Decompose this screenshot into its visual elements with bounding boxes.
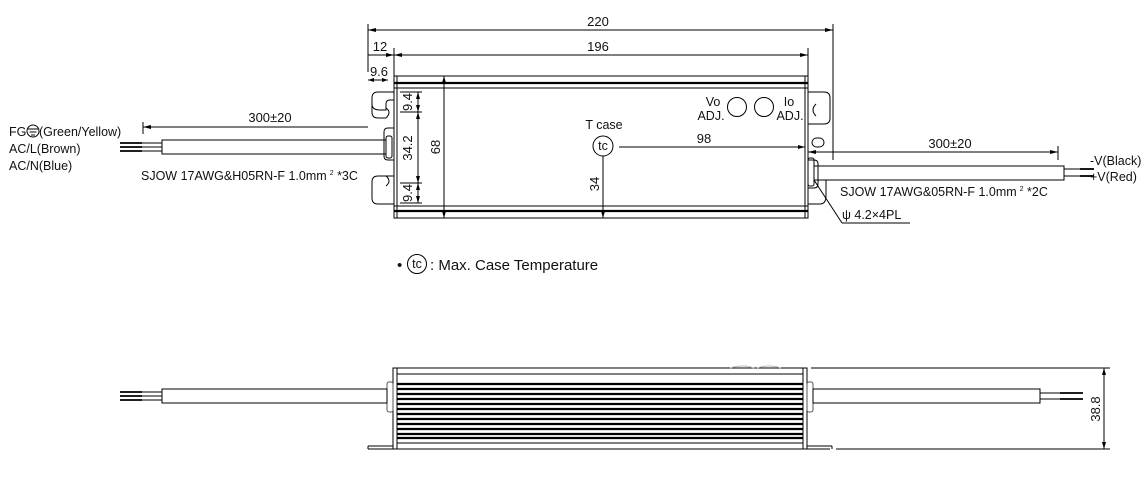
io-adj-label-1: Io	[784, 95, 794, 109]
dim-34-label: 34	[587, 177, 602, 191]
side-view: 38.8	[120, 365, 1110, 450]
dim-98-label: 98	[697, 131, 711, 146]
fg-wire-color-label: (Green/Yellow)	[39, 125, 121, 139]
heatsink-fins	[397, 382, 803, 440]
dim-9-4-bottom-label: 9.4	[400, 184, 415, 202]
side-output-cable	[806, 381, 1083, 413]
tc-symbol-text: tc	[598, 139, 608, 153]
pos-v-wire-label: +V(Red)	[1090, 170, 1137, 184]
dim-side-height: 38.8	[811, 367, 1110, 450]
top-view: 220 12 196 9.6	[9, 14, 1141, 224]
output-cable-length-label: 300±20	[928, 136, 971, 151]
dim-68-label: 68	[428, 140, 443, 154]
vo-adj-label-2: ADJ.	[697, 109, 724, 123]
dim-slot-offset: 9.6	[368, 64, 388, 82]
input-cable-length-label: 300±20	[248, 110, 291, 125]
dim-9-4-top-label: 9.4	[400, 93, 415, 111]
legend-tc-text: tc	[412, 257, 422, 271]
acn-wire-label: AC/N(Blue)	[9, 159, 72, 173]
dim-slot-spacing: 9.4 34.2 9.4	[400, 91, 422, 204]
tcase-marker: T case tc 34 98	[585, 118, 805, 218]
fg-wire-label: FG	[9, 125, 26, 139]
dim-body-width: 68	[428, 76, 446, 218]
dim-34-2-label: 34.2	[400, 135, 415, 160]
dim-196-label: 196	[587, 39, 609, 54]
dim-220-label: 220	[587, 14, 609, 29]
ground-icon	[26, 124, 40, 138]
io-adj-pot-icon	[754, 97, 774, 117]
dim-overall-length: 220	[367, 14, 834, 160]
output-cable: 300±20 -V(Black) +V(Red) SJOW 17AWG&05RN…	[807, 136, 1141, 199]
side-input-cable	[120, 381, 394, 413]
mounting-hole-callout: ψ 4.2×4PL	[813, 179, 910, 224]
dim-38-8-label: 38.8	[1088, 396, 1103, 421]
io-adj-label-2: ADJ.	[776, 109, 803, 123]
neg-v-wire-label: -V(Black)	[1090, 154, 1141, 168]
dim-12-label: 12	[373, 39, 387, 54]
vo-adj-pot-icon	[727, 97, 747, 117]
dim-9-6-label: 9.6	[370, 64, 388, 79]
tcase-label: T case	[585, 118, 622, 132]
hole-callout-label: ψ 4.2×4PL	[842, 208, 901, 222]
input-cable: 300±20 FG (Green/Yellow) AC/L(Brown) AC/…	[9, 110, 393, 183]
legend-tc-icon	[407, 254, 427, 274]
vo-adj-label-1: Vo	[706, 95, 721, 109]
right-mounting-tab	[808, 91, 831, 205]
legend-description: : Max. Case Temperature	[430, 257, 598, 274]
acl-wire-label: AC/L(Brown)	[9, 142, 81, 156]
tc-legend: • tc : Max. Case Temperature	[397, 254, 598, 274]
legend-bullet: •	[397, 257, 402, 274]
left-mounting-tab	[371, 91, 394, 205]
adjust-potentiometers: Vo ADJ. Io ADJ.	[697, 95, 803, 123]
dim-body-length: 12 196	[368, 39, 809, 78]
